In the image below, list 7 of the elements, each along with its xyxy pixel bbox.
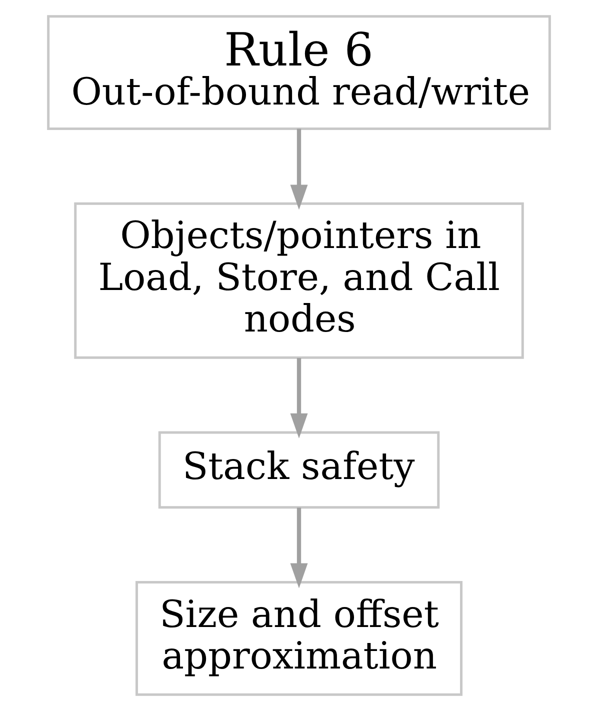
node-box: Objects/pointers in Load, Store, and Call nodes [74, 202, 524, 359]
arrow [290, 508, 308, 588]
node-box: Stack safety [158, 431, 440, 509]
node-box: Rule 6 Out-of-bound read/write [47, 15, 551, 130]
arrow [290, 128, 308, 210]
arrow [290, 358, 308, 438]
node-box: Size and offset approximation [135, 581, 463, 696]
